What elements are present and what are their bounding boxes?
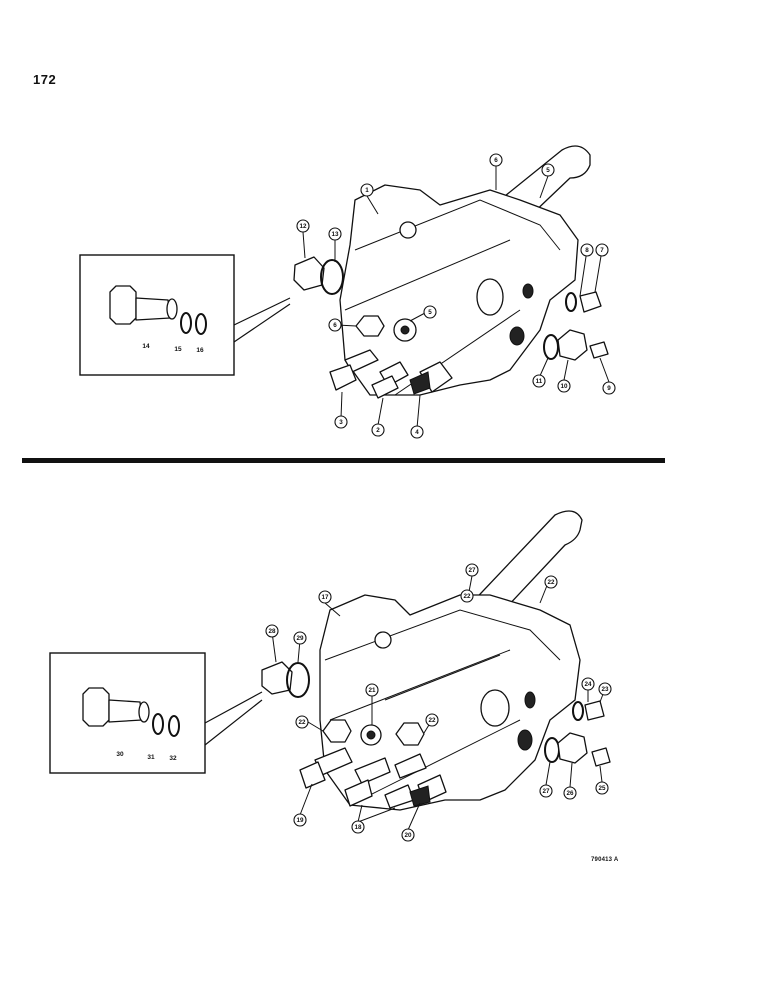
svg-text:22: 22 (428, 717, 436, 724)
top-callout-5: 5 (541, 163, 555, 177)
svg-text:2: 2 (376, 427, 380, 434)
section-divider (22, 458, 665, 463)
svg-text:27: 27 (542, 788, 550, 795)
bottom-valve-assembly (49, 510, 611, 831)
svg-text:27: 27 (468, 567, 476, 574)
svg-text:21: 21 (368, 687, 376, 694)
top-callout-2: 2 (371, 423, 385, 437)
bottom-callout-18: 18 (351, 820, 365, 834)
svg-text:5: 5 (546, 167, 550, 174)
svg-text:5: 5 (428, 309, 432, 316)
top-callout-1: 1 (360, 183, 374, 197)
top-callout-12: 12 (296, 219, 310, 233)
top-callout-9: 9 (602, 381, 616, 395)
svg-text:8: 8 (585, 247, 589, 254)
top-inset-label-15: 15 (174, 346, 182, 353)
bottom-callout-19: 19 (293, 813, 307, 827)
top-callout-4: 4 (410, 425, 424, 439)
svg-text:19: 19 (296, 817, 304, 824)
figure-code: 790413 A (591, 857, 619, 863)
bottom-inset-label-32: 32 (169, 755, 177, 762)
svg-text:22: 22 (547, 579, 555, 586)
svg-text:1: 1 (365, 187, 369, 194)
top-callout-11: 11 (532, 374, 546, 388)
bottom-callout-22: 22 (460, 589, 474, 603)
top-callout-7: 7 (595, 243, 609, 257)
bottom-callout-22: 22 (544, 575, 558, 589)
svg-text:4: 4 (415, 429, 419, 436)
svg-text:18: 18 (354, 824, 362, 831)
svg-text:11: 11 (536, 378, 543, 385)
bottom-callout-27: 27 (539, 784, 553, 798)
bottom-callout-17: 17 (318, 590, 332, 604)
bottom-callout-22: 22 (295, 715, 309, 729)
bottom-inset-label-30: 30 (116, 751, 124, 758)
bottom-callout-27: 27 (465, 563, 479, 577)
svg-text:22: 22 (463, 593, 471, 600)
top-callout-5: 5 (423, 305, 437, 319)
svg-text:23: 23 (601, 686, 609, 693)
bottom-callout-21: 21 (365, 683, 379, 697)
top-valve-assembly (79, 145, 610, 429)
svg-text:12: 12 (299, 223, 307, 230)
top-callout-10: 10 (557, 379, 571, 393)
bottom-callout-28: 28 (265, 624, 279, 638)
bottom-inset-label-31: 31 (147, 754, 155, 761)
bottom-callout-23: 23 (598, 682, 612, 696)
top-inset-fitting (109, 285, 207, 335)
svg-text:26: 26 (566, 790, 574, 797)
top-inset-label-16: 16 (196, 347, 204, 354)
svg-text:24: 24 (584, 681, 592, 688)
top-callout-13: 13 (328, 227, 342, 241)
page-number: 172 (33, 72, 57, 87)
bottom-callout-24: 24 (581, 677, 595, 691)
svg-text:22: 22 (298, 719, 306, 726)
svg-text:28: 28 (268, 628, 276, 635)
svg-text:29: 29 (296, 635, 304, 642)
top-callout-3: 3 (334, 415, 348, 429)
bottom-inset-labels: 30 31 32 (116, 751, 177, 762)
bottom-callout-26: 26 (563, 786, 577, 800)
bottom-inset-fitting (82, 687, 180, 737)
svg-text:6: 6 (333, 322, 337, 329)
bottom-callout-20: 20 (401, 828, 415, 842)
svg-text:9: 9 (607, 385, 611, 392)
top-callout-6: 6 (328, 318, 342, 332)
svg-text:13: 13 (331, 231, 339, 238)
svg-text:3: 3 (339, 419, 343, 426)
svg-text:6: 6 (494, 157, 498, 164)
bottom-callout-29: 29 (293, 631, 307, 645)
bottom-callout-25: 25 (595, 781, 609, 795)
svg-text:10: 10 (560, 383, 568, 390)
top-inset-label-14: 14 (142, 343, 150, 350)
bottom-callout-22: 22 (425, 713, 439, 727)
svg-text:25: 25 (598, 785, 606, 792)
svg-text:20: 20 (404, 832, 412, 839)
top-callout-8: 8 (580, 243, 594, 257)
svg-text:17: 17 (321, 594, 329, 601)
svg-text:7: 7 (600, 247, 604, 254)
bottom-callouts: 17 18 19 20 21 22 22 22 22 23 24 25 26 27 27 28 29 (265, 563, 612, 842)
top-inset-labels: 14 15 16 (142, 343, 204, 354)
top-callout-6: 6 (489, 153, 503, 167)
